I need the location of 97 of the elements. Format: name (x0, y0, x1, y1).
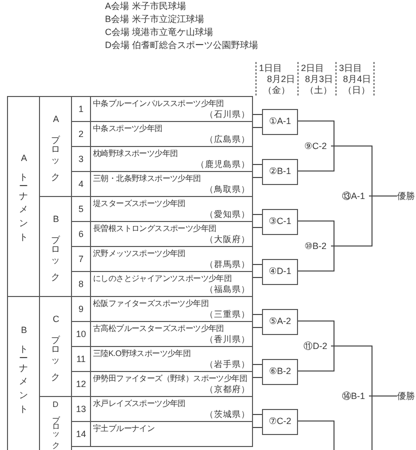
bracket-line (296, 420, 334, 450)
match-box: ⑥B-2 (262, 358, 298, 384)
match-label: ⑪D-2 (300, 339, 331, 353)
tournament-cell: Aトーナメント (7, 96, 40, 297)
bracket-line (252, 227, 262, 228)
bracket-line (330, 346, 372, 396)
prefecture-label: （愛知県） (205, 209, 250, 220)
bracket-line (252, 377, 262, 378)
champion-label: 優勝 (397, 189, 416, 203)
team-cell (90, 371, 253, 397)
bracket-line (252, 214, 262, 215)
prefecture-label: （香川県） (205, 334, 250, 345)
prefecture-label: （広島県） (205, 134, 250, 145)
match-label: ⑨C-2 (300, 139, 331, 153)
bracket-line (252, 264, 262, 265)
venue-code: C会場 (105, 27, 130, 38)
bracket-line (252, 314, 262, 315)
team-name: 宇土ブルーナイン (93, 423, 155, 434)
bracket-line (368, 396, 372, 450)
team-name: 枕崎野球スポーツ少年団 (93, 148, 178, 159)
match-label: ⑬A-1 (338, 189, 369, 203)
team-name: 水戸レイズスポーツ少年団 (93, 398, 186, 409)
prefecture-label: （三重県） (205, 309, 250, 320)
bracket-line (252, 414, 262, 415)
team-cell (90, 96, 253, 122)
bracket-line (296, 146, 334, 172)
team-name: 中条スポーツ少年団 (93, 123, 162, 134)
team-cell (90, 171, 253, 197)
bracket-line (296, 220, 334, 246)
bracket-line (252, 114, 262, 115)
bracket-line (296, 246, 334, 272)
team-cell (90, 121, 253, 147)
bracket-line (252, 127, 262, 128)
day-label: 1日目 (259, 63, 282, 74)
bracket-line (330, 146, 372, 196)
weekday-label: （土） (305, 85, 332, 96)
prefecture-label: （石川県） (205, 109, 250, 120)
bracket-line (296, 320, 334, 346)
bracket-line (252, 177, 262, 178)
venue-name: 米子市民球場 (132, 1, 186, 12)
team-name: 三朝・北条野球スポーツ少年団 (93, 173, 201, 184)
prefecture-label: （茨城県） (205, 409, 250, 420)
prefecture-label: （群馬県） (205, 259, 250, 270)
venue-name: 米子市立淀江球場 (132, 14, 204, 25)
bracket-line (252, 277, 262, 278)
team-name: 伊勢田ファイターズ（野球）スポーツ少年団 (93, 373, 248, 384)
match-box: ⑦C-2 (262, 408, 298, 434)
venue-code: B会場 (105, 14, 130, 25)
bracket-line (296, 120, 334, 146)
weekday-label: （金） (263, 85, 290, 96)
bracket-line (252, 164, 262, 165)
team-name: 長曽根ストロングススポーツ少年団 (93, 223, 216, 234)
prefecture-label: （鳥取県） (205, 184, 250, 195)
venue-code: A会場 (105, 1, 130, 12)
date-label: 8月3日 (304, 74, 333, 85)
prefecture-label: （岩手県） (205, 359, 250, 370)
team-cell (90, 221, 253, 247)
team-cell (90, 296, 253, 322)
match-box: ④D-1 (262, 258, 298, 284)
team-cell (90, 421, 253, 447)
team-name: 沢野メッツスポーツ少年団 (93, 248, 186, 259)
match-box: ③C-1 (262, 208, 298, 234)
bracket-line (296, 346, 334, 372)
prefecture-label: （大阪府） (205, 234, 250, 245)
prefecture-label: （京都府） (205, 384, 250, 395)
match-label: ⑭B-1 (338, 389, 369, 403)
match-box: ⑤A-2 (262, 308, 298, 334)
team-name: 中条ブルーインパルススポーツ少年団 (93, 98, 224, 109)
venue-code: D会場 (105, 40, 130, 51)
bracket-line (252, 327, 262, 328)
team-cell (90, 246, 253, 272)
match-box: ②B-1 (262, 158, 298, 184)
team-name: 松阪ファイターズスポーツ少年団 (93, 298, 209, 309)
team-name: 古高松ブルースターズスポーツ少年団 (93, 323, 224, 334)
venue-name: 伯耆町総合スポーツ公園野球場 (132, 40, 258, 51)
match-label: ⑩B-2 (300, 239, 331, 253)
bracket-line (252, 427, 262, 428)
team-cell (90, 396, 253, 422)
team-cell (90, 321, 253, 347)
weekday-label: （日） (343, 85, 370, 96)
bracket-line (252, 364, 262, 365)
champion-label: 優勝 (397, 389, 416, 403)
bracket-line (330, 196, 372, 246)
team-name: にしのさとジャイアンツスポーツ少年団 (93, 273, 232, 284)
team-name: 堤スターズスポーツ少年団 (93, 198, 186, 209)
day-label: 3日目 (339, 63, 362, 74)
prefecture-label: （福島県） (205, 284, 250, 295)
team-name: 三陸K.O野球スポーツ少年団 (93, 348, 191, 359)
prefecture-label: （鹿児島県） (196, 159, 250, 170)
team-cell (90, 146, 253, 172)
date-label: 8月2日 (266, 74, 295, 85)
venue-name: 境港市立竜ケ山球場 (132, 27, 213, 38)
team-cell (90, 196, 253, 222)
date-label: 8月4日 (342, 74, 371, 85)
match-box: ①A-1 (262, 108, 298, 134)
day-label: 2日目 (301, 63, 324, 74)
team-cell (90, 346, 253, 372)
